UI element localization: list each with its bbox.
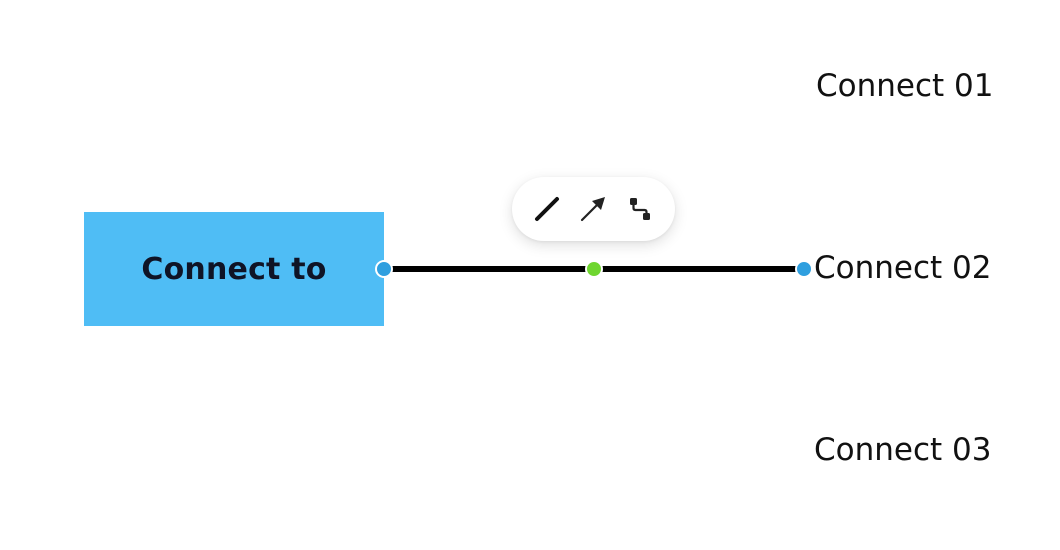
connector-midpoint-handle[interactable] (585, 260, 603, 278)
elbow-connector-icon (629, 198, 650, 220)
connector-start-handle[interactable] (375, 260, 393, 278)
target-node-connect-02[interactable]: Connect 02 (814, 250, 992, 286)
source-node-label: Connect to (141, 251, 327, 287)
straight-line-button[interactable] (529, 191, 565, 227)
arrow-line-icon (581, 197, 606, 222)
straight-line-icon (535, 197, 560, 221)
source-node[interactable]: Connect to (84, 212, 384, 326)
target-node-connect-03[interactable]: Connect 03 (814, 432, 992, 468)
elbow-connector-button[interactable] (622, 191, 658, 227)
connector-end-handle[interactable] (795, 260, 813, 278)
arrow-line-button[interactable] (575, 191, 611, 227)
target-node-connect-01[interactable]: Connect 01 (816, 68, 994, 104)
connector-style-toolbar (512, 177, 675, 241)
